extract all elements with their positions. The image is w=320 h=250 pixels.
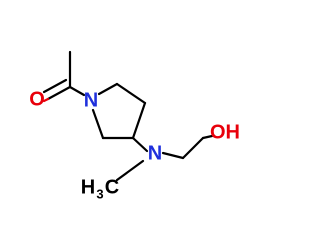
bond-carbonyl-ring-n xyxy=(68,85,86,97)
bond-carbonyl-o-1 xyxy=(46,85,72,101)
atom-methyl-h: H xyxy=(81,176,95,198)
bond-ch2-ch2 xyxy=(181,136,205,160)
atom-n-ring: N xyxy=(84,89,98,111)
bond-carbonyl-o-2 xyxy=(42,78,68,94)
atom-o-carbonyl: O xyxy=(29,88,45,110)
bond-amine-n-ch2 xyxy=(161,151,185,160)
bond-ring-c5-n xyxy=(91,108,105,140)
molecule-canvas: O N N OH H 3 C xyxy=(29,50,240,202)
molecule-structure: O N N OH H 3 C xyxy=(29,50,240,201)
atom-methyl-subscript: 3 xyxy=(96,186,103,201)
bond-carbonyl-o-red-1 xyxy=(42,97,50,103)
atom-methyl-c: C xyxy=(105,176,119,198)
bond-c4-amine-n xyxy=(131,136,149,153)
bond-ring-c3-c4 xyxy=(131,101,147,140)
atom-n-amine: N xyxy=(148,142,162,164)
bond-ring-n-c2 xyxy=(97,82,119,96)
bond-ring-c2-c3 xyxy=(115,82,147,105)
atom-oh: OH xyxy=(210,121,240,143)
bond-ch2-oh xyxy=(201,134,214,140)
bond-amine-n-methyl xyxy=(115,159,145,182)
